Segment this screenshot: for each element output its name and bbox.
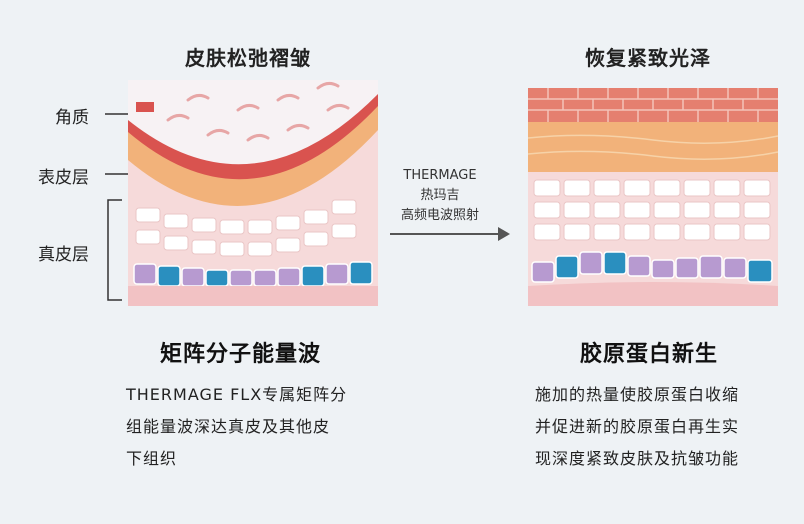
layer-label-dermis: 真皮层 <box>38 245 89 265</box>
left-desc-line-2: 组能量波深达真皮及其他皮 <box>126 417 331 436</box>
right-description: 施加的热量使胶原蛋白收缩 并促进新的胶原蛋白再生实 现深度紧致皮肤及抗皱功能 <box>535 379 800 475</box>
arrow-line-3: 高频电波照射 <box>400 208 479 223</box>
right-desc-line-1: 施加的热量使胶原蛋白收缩 <box>535 385 740 404</box>
layer-label-stratum: 角质 <box>55 108 89 128</box>
left-title: 皮肤松弛褶皱 <box>185 46 311 70</box>
right-heading: 胶原蛋白新生 <box>580 342 719 367</box>
firm-skin-illustration <box>528 88 778 306</box>
right-desc-line-2: 并促进新的胶原蛋白再生实 <box>535 417 740 436</box>
arrow-icon <box>390 227 510 241</box>
layer-label-epidermis: 表皮层 <box>38 168 89 188</box>
right-title: 恢复紧致光泽 <box>585 46 711 70</box>
left-description: THERMAGE FLX专属矩阵分 组能量波深达真皮及其他皮 下组织 <box>126 379 416 475</box>
left-desc-line-3: 下组织 <box>126 449 178 468</box>
left-heading: 矩阵分子能量波 <box>160 342 322 367</box>
right-desc-line-3: 现深度紧致皮肤及抗皱功能 <box>535 449 740 468</box>
thermage-label: THERMAGE 热玛吉 高频电波照射 <box>385 166 495 226</box>
arrow-line-2: 热玛吉 <box>420 188 460 203</box>
arrow-line-1: THERMAGE <box>403 168 477 183</box>
sagging-skin-illustration <box>128 80 378 306</box>
left-desc-line-1: THERMAGE FLX专属矩阵分 <box>126 385 348 404</box>
